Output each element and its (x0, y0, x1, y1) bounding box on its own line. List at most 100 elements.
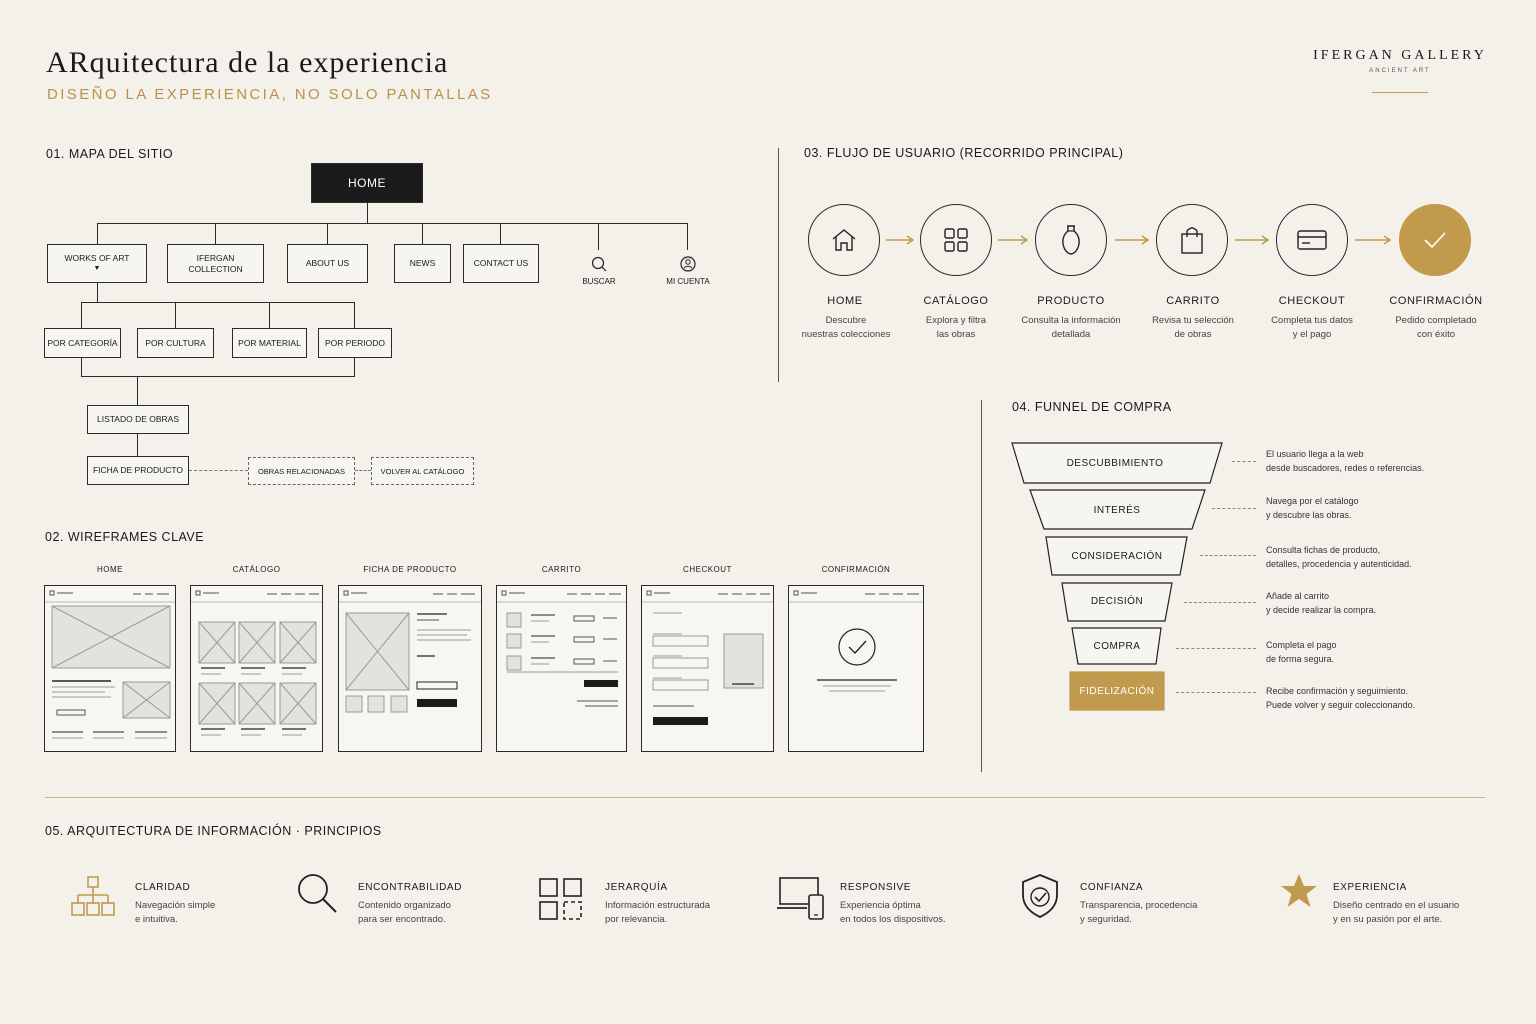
funnel-stage-shape (1069, 671, 1165, 711)
section-title-principles: 05. ARQUITECTURA DE INFORMACIÓN · PRINCI… (45, 824, 382, 838)
funnel-stage-desc: El usuario llega a la web desde buscadore… (1266, 448, 1424, 475)
devices-icon (777, 877, 824, 920)
funnel-desc-line: Puede volver y seguir coleccionando. (1266, 699, 1416, 710)
arrow-right-icon (1235, 235, 1270, 245)
connector (269, 302, 270, 328)
connector (687, 223, 688, 250)
sitemap-home: HOME (311, 163, 423, 203)
brand-name: IFERGAN GALLERY (1313, 48, 1487, 63)
flow-title: CONFIRMACIÓN (1389, 295, 1483, 307)
flow-step-carrito (1156, 204, 1228, 276)
flow-desc-line: Revisa tu selección (1152, 315, 1234, 326)
flow-step-confirmacion (1399, 204, 1471, 276)
vase-icon (1062, 225, 1080, 255)
wireframe-label: FICHA DE PRODUCTO (363, 565, 457, 574)
sitemap-filter-material: POR MATERIAL (232, 328, 307, 358)
connector (81, 358, 82, 377)
brand-logo: IFERGAN GALLERY ANCIENT ART (1300, 48, 1500, 93)
connector (97, 223, 688, 224)
connector (81, 302, 82, 328)
sitemap-ficha: FICHA DE PRODUCTO (87, 456, 189, 485)
wireframe-label: HOME (97, 565, 123, 574)
connector (354, 302, 355, 328)
arrow-right-icon (1355, 235, 1392, 245)
funnel-stage-shape (1061, 582, 1173, 622)
sitemap-works-of-art: WORKS OF ART ▼ (47, 244, 147, 283)
flow-title: CATÁLOGO (923, 295, 989, 307)
sitemap-buscar: BUSCAR (582, 277, 616, 286)
flow-desc-line: Explora y filtra (925, 315, 987, 326)
funnel-desc-line: desde buscadores, redes o referencias. (1266, 462, 1425, 473)
flow-desc-line: de obras (1174, 329, 1212, 341)
flow-desc-line: y el pago (1292, 329, 1332, 341)
flow-desc-line: Completa tus datos (1271, 315, 1353, 326)
principle-title: JERARQUÍA (605, 882, 668, 893)
connector (367, 203, 368, 224)
chevron-down-icon: ▼ (93, 265, 101, 273)
funnel-desc-line: detalles, procedencia y autenticidad. (1266, 558, 1412, 569)
section-title-wireframes: 02. WIREFRAMES CLAVE (45, 530, 205, 544)
principle-title: EXPERIENCIA (1333, 882, 1407, 893)
sitemap-mi-cuenta: MI CUENTA (666, 277, 710, 286)
flow-step-catalogo (920, 204, 992, 276)
sitemap-filter-cultura: POR CULTURA (137, 328, 214, 358)
shield-icon (1022, 874, 1058, 918)
connector (97, 223, 98, 244)
dashed-connector (1212, 508, 1256, 509)
dashed-connector (1184, 602, 1256, 603)
principle-title: RESPONSIVE (840, 882, 912, 893)
flow-title: PRODUCTO (1037, 295, 1105, 307)
funnel-desc-line: Completa el pago (1266, 640, 1337, 650)
principle-title: CONFIANZA (1080, 882, 1144, 893)
wireframe-confirmacion (788, 585, 924, 752)
grid-icon (944, 228, 968, 252)
flow-step-checkout (1276, 204, 1348, 276)
sitemap-label: WORKS OF ART (64, 253, 130, 264)
check-icon (1424, 232, 1446, 249)
funnel-stage-label: DECISIÓN (1090, 596, 1144, 607)
principle-desc-line: Contenido organizado (358, 900, 451, 911)
wireframe-label: CONFIRMACIÓN (821, 565, 891, 574)
funnel-desc-line: El usuario llega a la web (1266, 449, 1364, 459)
flow-step-home (808, 204, 880, 276)
connector (175, 302, 176, 328)
principle-title: CLARIDAD (135, 882, 191, 893)
principle-desc-line: para ser encontrado. (358, 913, 446, 925)
sitemap-listado: LISTADO DE OBRAS (87, 405, 189, 434)
connector (81, 302, 355, 303)
flow-desc-line: con éxito (1416, 329, 1456, 341)
principle-desc-line: Diseño centrado en el usuario (1333, 900, 1460, 911)
funnel-stage-desc: Consulta fichas de producto,detalles, pr… (1266, 544, 1412, 571)
principle-desc-line: Transparencia, procedencia (1080, 900, 1198, 911)
principle-desc-line: y en su pasión por el arte. (1333, 913, 1443, 925)
wireframe-carrito (496, 585, 627, 752)
wireframe-label: CHECKOUT (683, 565, 732, 574)
flow-desc: Revisa tu selección de obras (1133, 314, 1253, 343)
wireframe-home (44, 585, 176, 752)
wireframe-catalogo (190, 585, 323, 752)
sitemap-volver: VOLVER AL CATÁLOGO (371, 457, 474, 485)
flow-title: HOME (827, 295, 863, 307)
shopping-bag-icon (1181, 227, 1203, 254)
principle-desc-line: y seguridad. (1080, 913, 1132, 925)
user-account-icon (680, 256, 696, 272)
wireframe-checkout (641, 585, 774, 752)
connector (422, 223, 423, 244)
dashed-connector (1176, 648, 1256, 649)
arrow-right-icon (1115, 235, 1150, 245)
divider (981, 400, 982, 772)
funnel-desc-line: y decide realizar la compra. (1266, 604, 1377, 615)
sitemap-relacionadas: OBRAS RELACIONADAS (248, 457, 355, 485)
principle-desc-line: por relevancia. (605, 913, 668, 925)
funnel-stage-desc: Recibe confirmación y seguimiento.Puede … (1266, 685, 1415, 712)
principle-desc: Diseño centrado en el usuario y en su pas… (1333, 899, 1459, 927)
funnel-stage-shape (1029, 489, 1206, 530)
brand-tagline: ANCIENT ART (1369, 68, 1431, 74)
